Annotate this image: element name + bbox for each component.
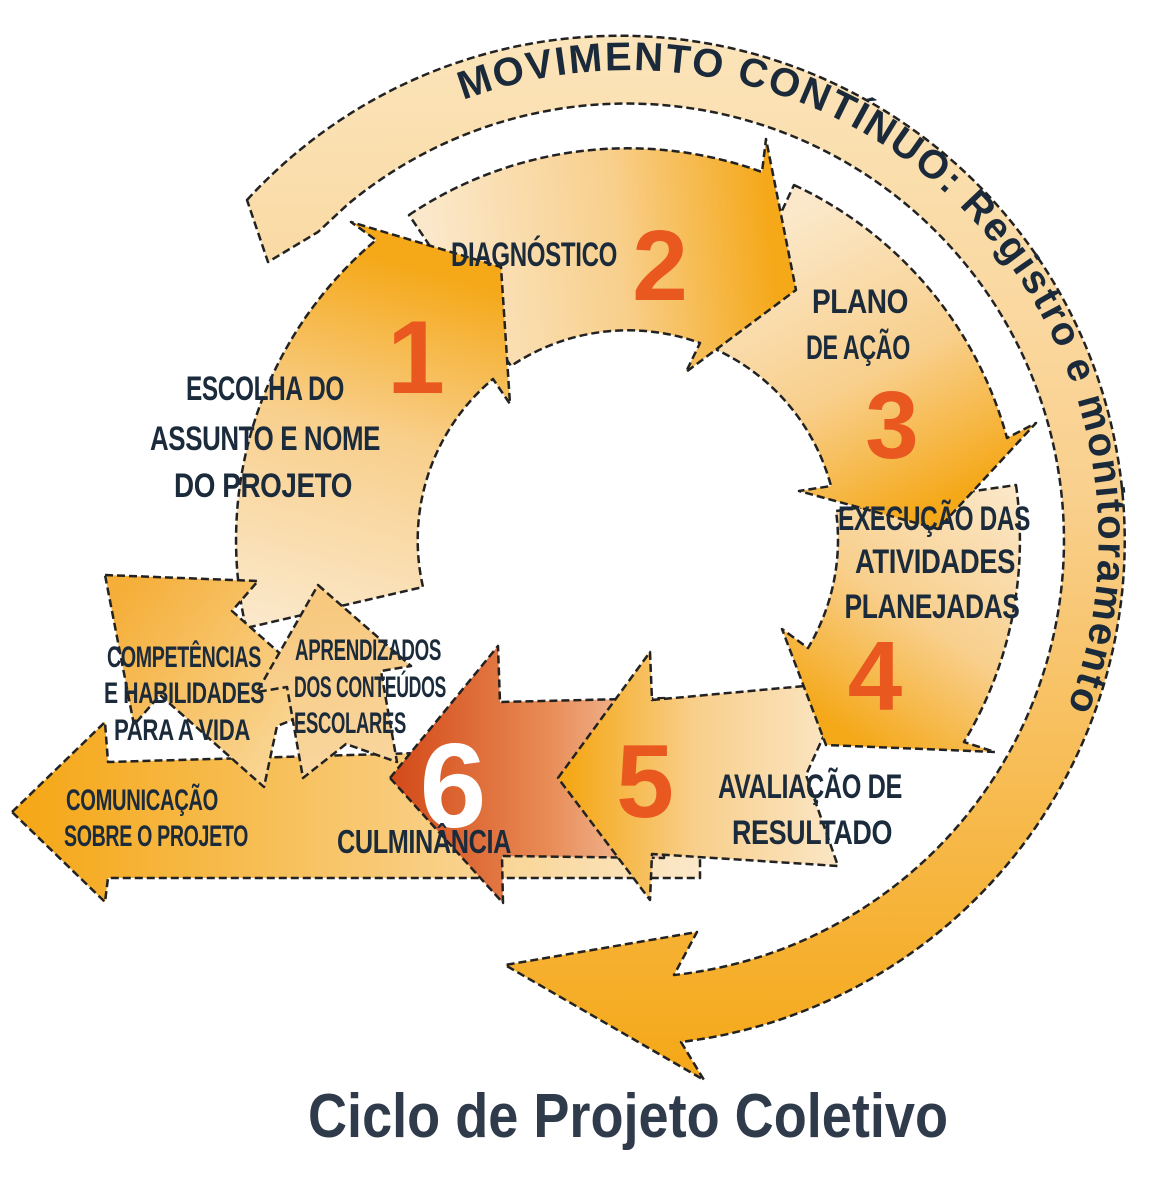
competencies-label: COMPETÊNCIAS E HABILIDADES PARA A VIDA [104,640,265,747]
step-5-number: 5 [616,724,674,840]
step-2-arrow [407,137,798,374]
page-title: Ciclo de Projeto Coletivo [308,1082,948,1151]
communication-label: COMUNICAÇÃO SOBRE O PROJETO [64,783,249,853]
competencies-arrow [103,573,338,789]
step-3-arrow [715,183,1038,531]
step-2-label: DIAGNÓSTICO [451,236,617,274]
step-2-number: 2 [632,210,688,322]
competencies-label-line-1: COMPETÊNCIAS [107,640,261,674]
step-4-number: 4 [848,621,903,731]
communication-label-line-2: SOBRE O PROJETO [64,820,248,853]
step-4-label-line-3: PLANEJADAS [845,588,1020,626]
step-3-label-line-1: PLANO [812,283,908,321]
competencies-label-line-2: E HABILIDADES [104,677,264,710]
step-1-arrow [234,220,512,630]
step-3-label: PLANO DE AÇÃO [806,283,911,367]
step-5-label-line-2: RESULTADO [732,814,892,852]
outer-ring-arrow [245,34,1126,1082]
step-6-label: CULMINÂNCIA [337,823,511,860]
step-4-arrow [780,483,1022,754]
step-4-label-line-1: EXECUÇÃO DAS [838,500,1030,538]
learnings-label-line-1: APRENDIZADOS [295,634,441,667]
step-1-label-line-1: ESCOLHA DO [186,370,344,408]
learnings-label: APRENDIZADOS DOS CONTEÚDOS ESCOLARES [294,634,447,740]
step-3-number: 3 [865,372,918,479]
step-5-label: AVALIAÇÃO DE RESULTADO [718,768,903,852]
step-1-number: 1 [387,300,445,416]
step-4-label-line-2: ATIVIDADES [855,543,1015,581]
competencies-label-line-3: PARA A VIDA [114,714,250,747]
step-1-label: ESCOLHA DO ASSUNTO E NOME DO PROJETO [150,370,381,505]
step-1-label-line-3: DO PROJETO [174,467,352,505]
communication-label-line-1: COMUNICAÇÃO [66,783,218,817]
learnings-label-line-3: ESCOLARES [294,707,406,740]
step-4-label: EXECUÇÃO DAS ATIVIDADES PLANEJADAS [838,500,1031,626]
learnings-arrow [255,583,413,780]
learnings-label-line-2: DOS CONTEÚDOS [294,670,446,704]
step-5-label-line-1: AVALIAÇÃO DE [718,768,902,806]
step-5-arrow [556,650,850,902]
step-3-label-line-2: DE AÇÃO [806,329,910,367]
step-6-number: 6 [420,719,487,853]
step-1-label-line-2: ASSUNTO E NOME [150,420,380,458]
